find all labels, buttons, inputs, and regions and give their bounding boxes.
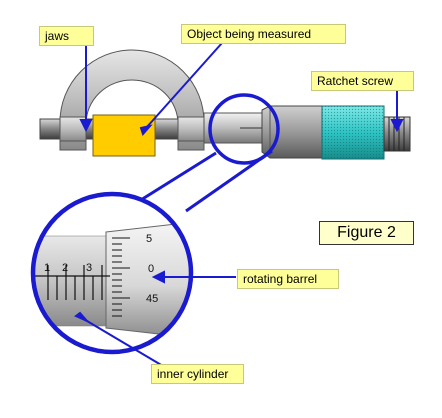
- thimble-number-5: 5: [146, 233, 152, 245]
- label-jaws: jaws: [39, 26, 94, 46]
- label-inner-cylinder: inner cylinder: [151, 364, 244, 384]
- thimble-number-45: 45: [146, 293, 158, 305]
- label-ratchet-screw: Ratchet screw: [311, 71, 414, 91]
- label-rotating-barrel: rotating barrel: [237, 269, 339, 289]
- sleeve-number-3: 3: [86, 262, 92, 274]
- thimble-number-0: 0: [148, 263, 154, 275]
- sleeve-number-1: 1: [44, 262, 50, 274]
- highlight-circle: [208, 93, 280, 165]
- zoom-circle: [30, 191, 194, 355]
- sleeve-number-2: 2: [62, 262, 68, 274]
- measured-object: [92, 114, 156, 157]
- label-object-being-measured: Object being measured: [181, 24, 346, 44]
- figure-caption: Figure 2: [319, 221, 414, 245]
